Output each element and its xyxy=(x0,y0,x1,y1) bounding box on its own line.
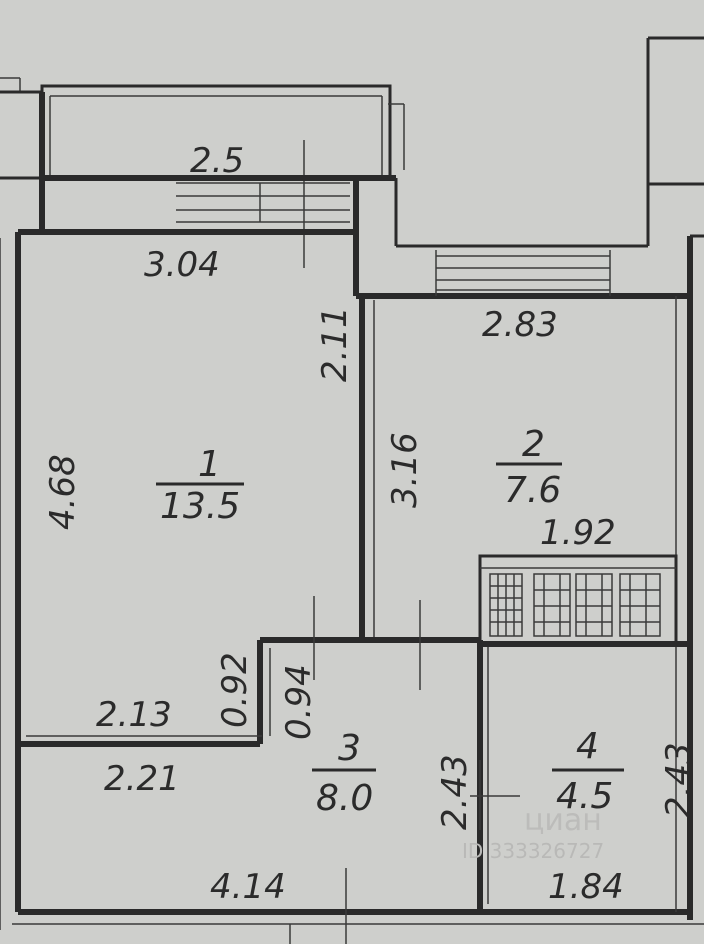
room-4-area: 4.5 xyxy=(556,776,613,817)
room-3-number: 3 xyxy=(338,728,361,769)
room-1-area: 13.5 xyxy=(160,486,240,527)
room-2-number: 2 xyxy=(522,424,545,465)
sink xyxy=(533,573,571,637)
dimension-labels: 2.5 3.04 2.83 2.11 4.68 3.16 1.92 0.92 0… xyxy=(43,141,699,907)
room-labels: 1 13.5 2 7.6 3 8.0 4 4.5 xyxy=(156,424,624,819)
room-4-label: 4 4.5 xyxy=(552,726,624,817)
balcony-door xyxy=(176,140,350,268)
room-2-label: 2 7.6 xyxy=(496,424,562,511)
stove xyxy=(489,573,523,637)
dim-kitchen-counter: 1.92 xyxy=(540,513,616,553)
dim-room1-step: 2.11 xyxy=(315,306,355,382)
kitchen-counter xyxy=(478,554,678,646)
dim-corridor-step-a: 0.92 xyxy=(215,652,255,728)
dim-bath-height: 2.43 xyxy=(659,742,699,818)
room-3-area: 8.0 xyxy=(316,778,373,819)
dim-hall-top: 2.21 xyxy=(104,759,180,799)
dim-balcony-width: 2.5 xyxy=(190,141,244,181)
dim-bath-bottom: 1.84 xyxy=(548,867,624,907)
room-1-label: 1 13.5 xyxy=(156,444,244,527)
watermark-brand: циан xyxy=(524,803,602,838)
room-2-area: 7.6 xyxy=(504,470,561,511)
outer-walls xyxy=(0,36,704,944)
window-room-2 xyxy=(435,250,611,296)
dim-room1-height: 4.68 xyxy=(43,454,83,530)
fridge xyxy=(619,573,661,637)
watermark: циан ID 333326727 xyxy=(462,803,604,863)
room-4-number: 4 xyxy=(576,726,599,767)
cabinet xyxy=(575,573,613,637)
dim-room2-height: 3.16 xyxy=(385,432,425,508)
dim-room2-top: 2.83 xyxy=(482,305,558,345)
room-1-number: 1 xyxy=(198,444,221,485)
room-3-label: 3 8.0 xyxy=(312,728,376,819)
dim-hall-height: 2.43 xyxy=(435,754,475,830)
dim-room1-top: 3.04 xyxy=(144,245,220,285)
dim-room1-bottom: 2.13 xyxy=(96,695,172,735)
dim-hall-bottom: 4.14 xyxy=(210,867,286,907)
dim-corridor-step-b: 0.94 xyxy=(279,664,319,740)
watermark-id: ID 333326727 xyxy=(462,839,604,863)
